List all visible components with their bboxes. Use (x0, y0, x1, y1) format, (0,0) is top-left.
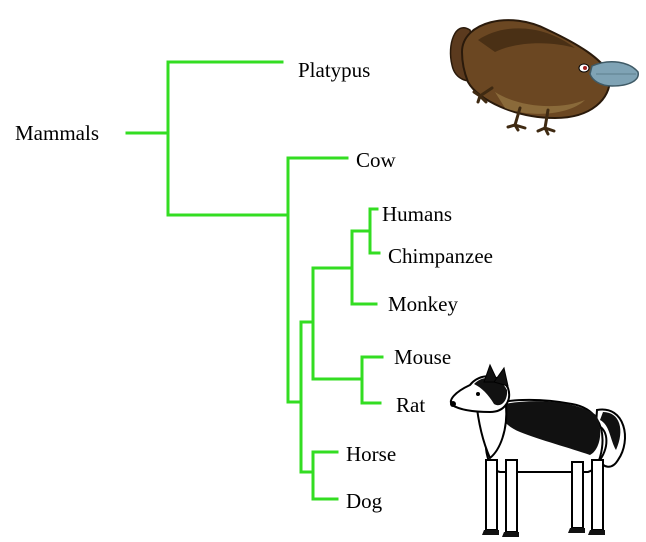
platypus-illustration (451, 20, 639, 134)
taxon-label-platypus: Platypus (298, 58, 370, 82)
root-label: Mammals (15, 121, 99, 145)
taxon-label-mouse: Mouse (394, 345, 451, 369)
tree-branches (127, 62, 382, 499)
taxon-label-chimpanzee: Chimpanzee (388, 244, 493, 268)
taxon-label-dog: Dog (346, 489, 383, 513)
tree-labels: Mammals Platypus Cow Humans Chimpanzee M… (15, 58, 493, 513)
taxon-label-horse: Horse (346, 442, 396, 466)
dog-illustration (450, 365, 625, 537)
taxon-label-monkey: Monkey (388, 292, 458, 316)
taxon-label-rat: Rat (396, 393, 425, 417)
taxon-label-humans: Humans (382, 202, 452, 226)
taxon-label-cow: Cow (356, 148, 397, 172)
